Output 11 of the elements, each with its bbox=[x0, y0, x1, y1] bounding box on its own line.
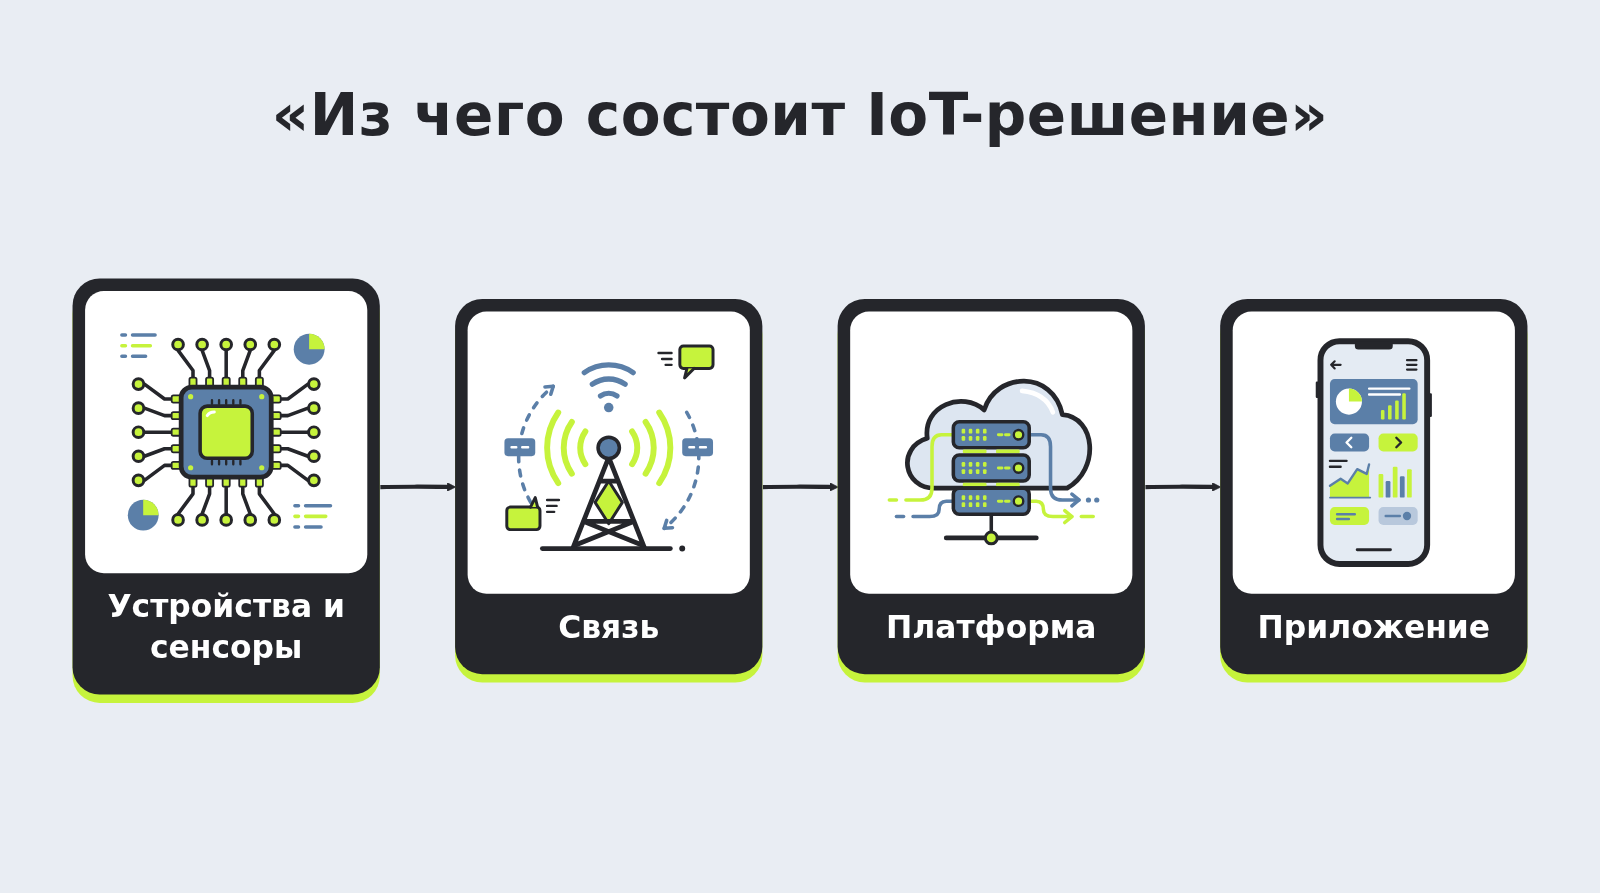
step-label: Платформа bbox=[886, 607, 1097, 647]
node-box bbox=[837, 298, 1145, 675]
arrow bbox=[762, 482, 839, 492]
step-label: Связь bbox=[558, 607, 660, 647]
node-box bbox=[1220, 298, 1528, 675]
node-box bbox=[455, 298, 763, 675]
arrow bbox=[1145, 482, 1222, 492]
title: «Из чего состоит IoT-решение» bbox=[271, 82, 1329, 149]
step-label: Устройства и сенсоры bbox=[106, 586, 346, 668]
step-label: Приложение bbox=[1257, 607, 1491, 647]
arrow bbox=[380, 482, 457, 492]
